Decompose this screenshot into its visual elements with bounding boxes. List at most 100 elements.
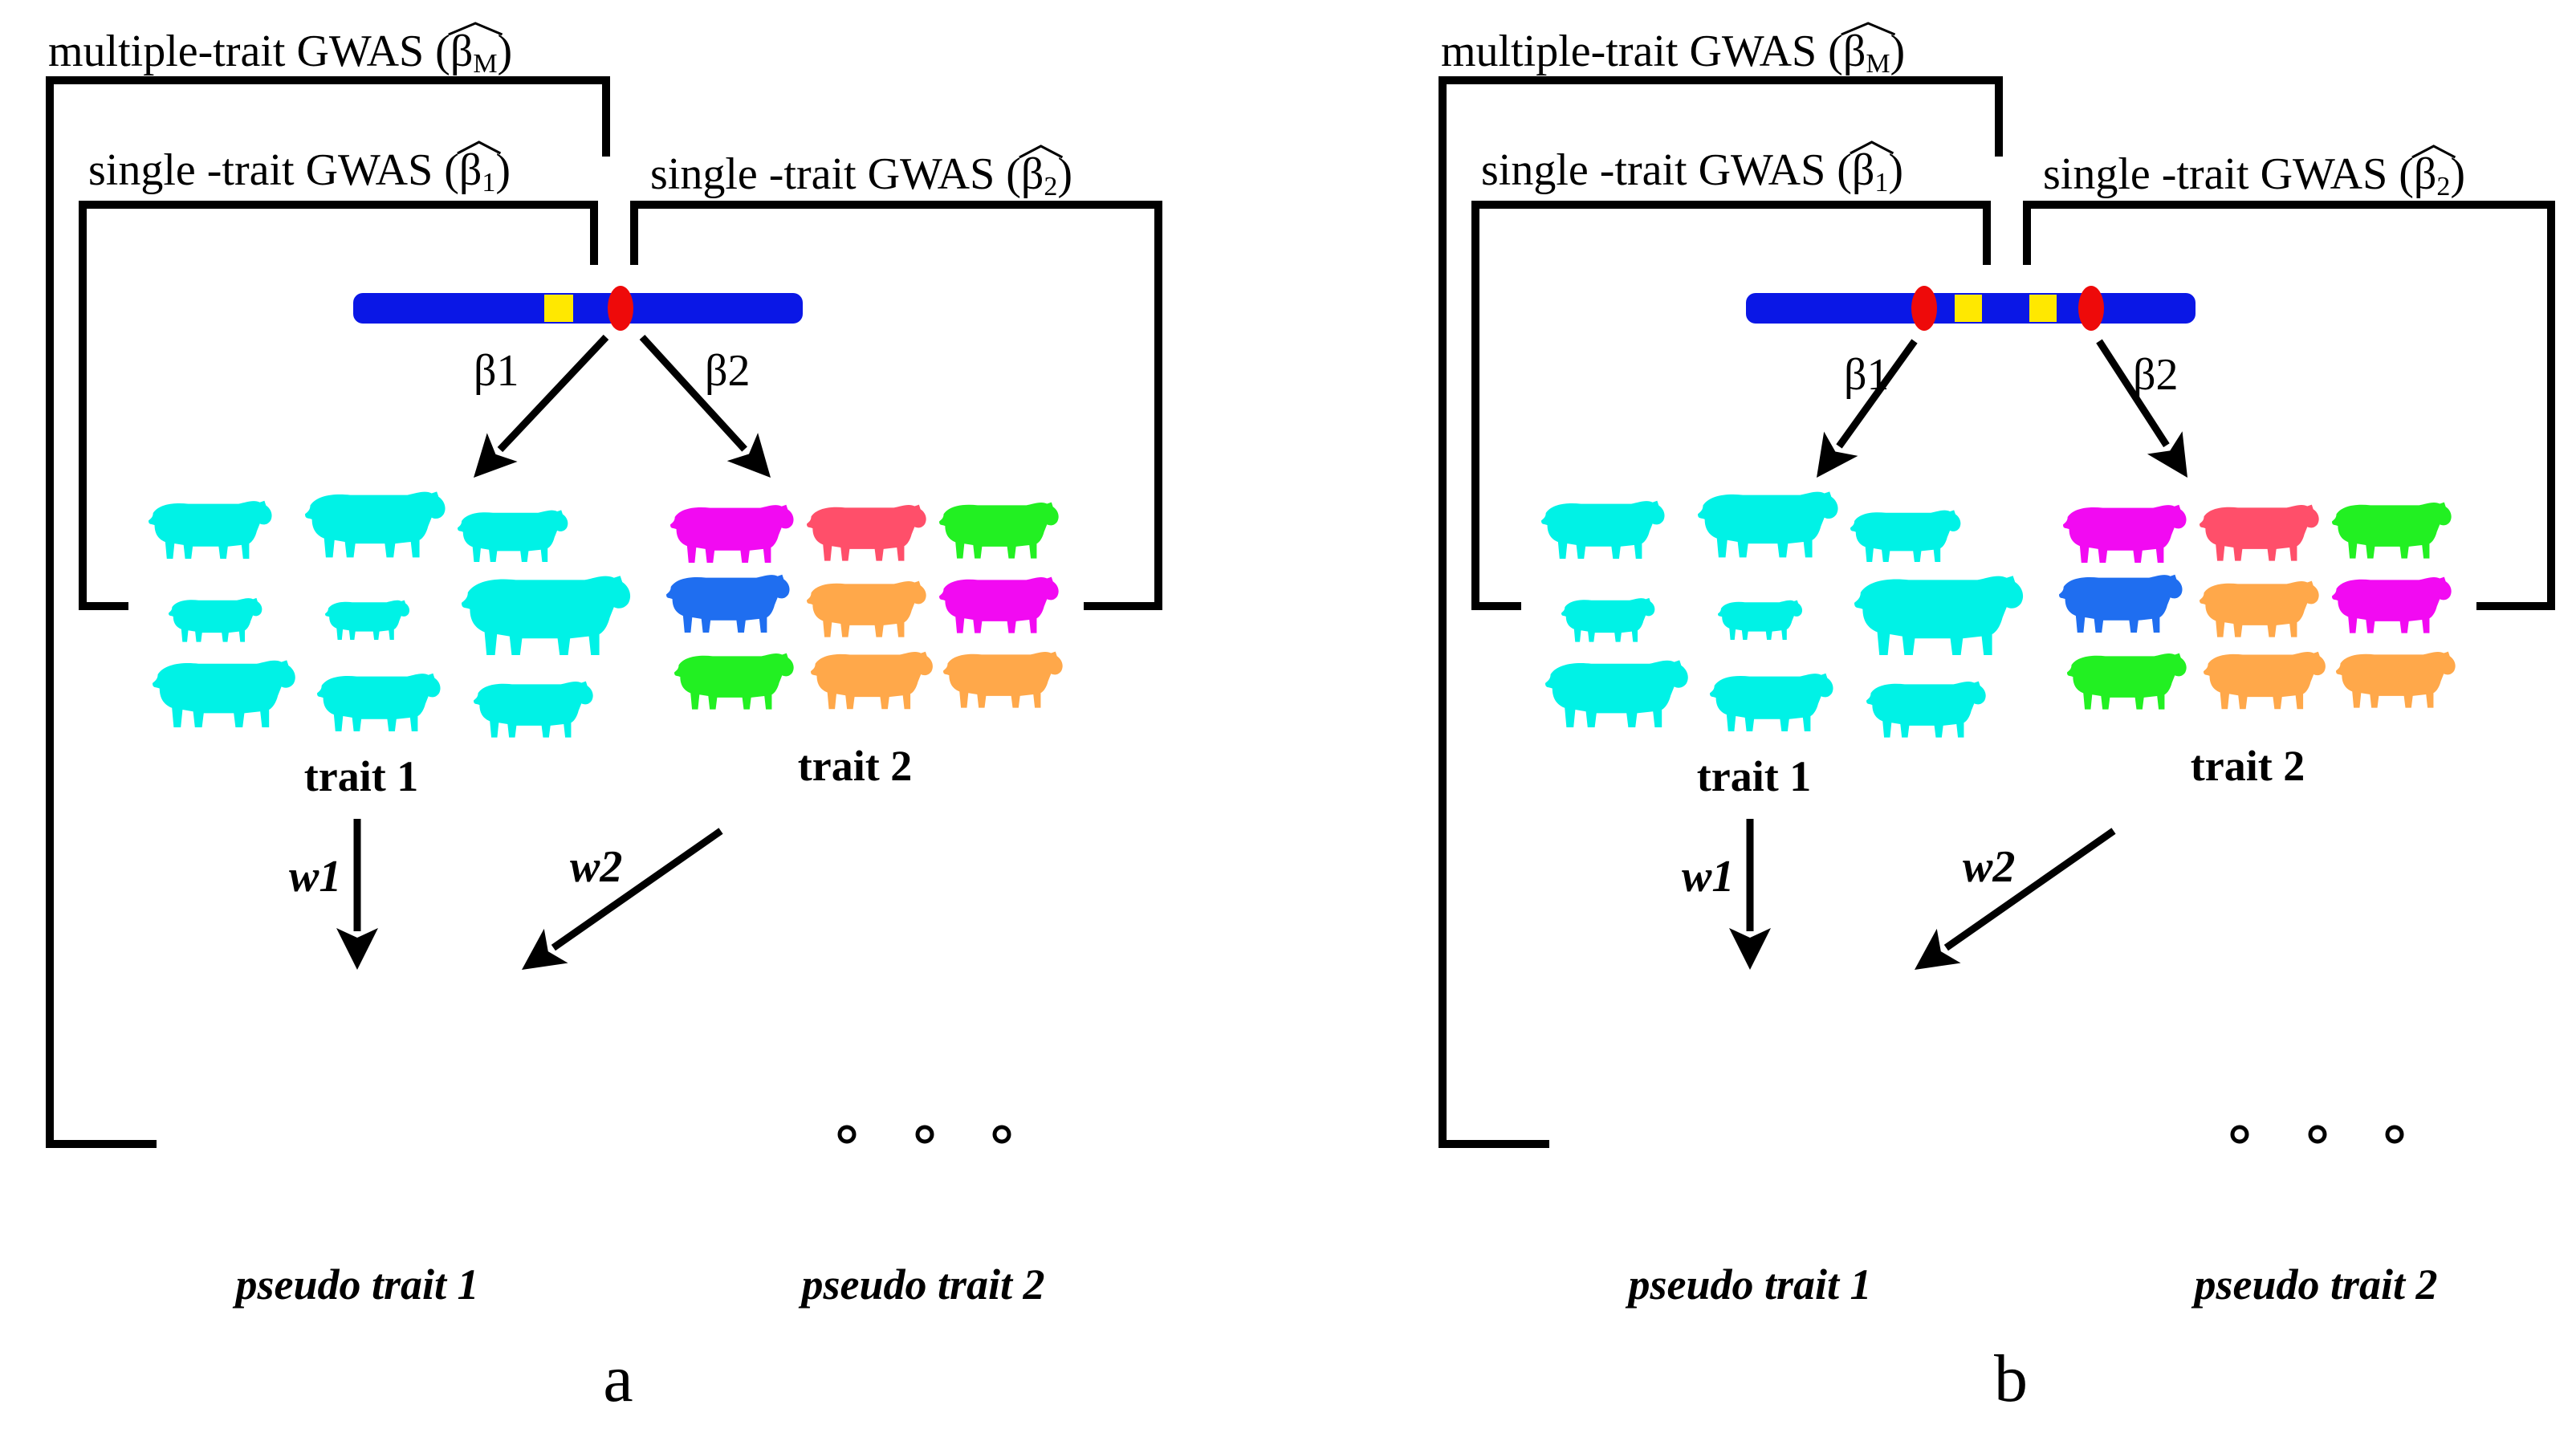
hat-accent bbox=[1019, 145, 1064, 159]
beta2-label: β2 bbox=[2133, 350, 2179, 400]
beta1-arrow bbox=[474, 334, 609, 478]
cow bbox=[1541, 500, 1665, 559]
cow bbox=[458, 510, 568, 562]
beta1-arrow bbox=[1817, 339, 1918, 478]
single-trait2-gwas-frame bbox=[2023, 201, 2555, 610]
single-trait1-gwas-label: single -trait GWAS (β1) bbox=[88, 140, 511, 197]
cow bbox=[939, 502, 1059, 559]
trait2-label: trait 2 bbox=[2191, 742, 2305, 790]
w2-label: w2 bbox=[1963, 842, 2015, 892]
panel-b: multiple-trait GWAS (βM) single -trait GW… bbox=[1439, 22, 2555, 1416]
cow bbox=[1549, 997, 1705, 1071]
cow bbox=[2332, 576, 2452, 633]
cow bbox=[2200, 504, 2319, 561]
panel-letter: b bbox=[1994, 1341, 2028, 1416]
cow bbox=[943, 651, 1063, 708]
cow bbox=[670, 504, 794, 563]
single-trait2-gwas-label: single -trait GWAS (β2) bbox=[650, 145, 1072, 202]
pseudo-trait2-label: pseudo trait 2 bbox=[2191, 1260, 2437, 1309]
pseudo-trait1-label: pseudo trait 1 bbox=[1625, 1260, 1871, 1309]
cow bbox=[2204, 651, 2326, 710]
cow bbox=[1857, 1012, 1951, 1056]
hat-accent bbox=[2411, 145, 2456, 159]
cow bbox=[169, 597, 262, 642]
beta1-label: β1 bbox=[474, 346, 519, 396]
hat-accent bbox=[448, 22, 503, 36]
w1-label: w1 bbox=[1682, 852, 1734, 902]
cow bbox=[1718, 600, 1803, 640]
single-trait2-gwas-frame bbox=[630, 201, 1162, 610]
ellipsis-dots bbox=[837, 1125, 1011, 1144]
cow bbox=[2336, 651, 2456, 708]
qtl-marker-1 bbox=[1911, 286, 1937, 331]
cow bbox=[317, 673, 441, 731]
cow bbox=[177, 1184, 300, 1243]
pseudo-trait1-herd bbox=[1549, 997, 1980, 1249]
cow bbox=[811, 651, 933, 710]
cow bbox=[1545, 660, 1688, 727]
qtl-marker bbox=[608, 286, 633, 331]
cow bbox=[2063, 504, 2187, 563]
cow bbox=[1723, 1008, 1828, 1057]
beta2-arrow bbox=[639, 334, 771, 478]
chromosome bbox=[1746, 286, 2196, 331]
cow bbox=[674, 653, 794, 710]
w1-label: w1 bbox=[289, 852, 341, 902]
single-trait1-gwas-frame bbox=[1471, 201, 1991, 610]
cow bbox=[1569, 1184, 1693, 1243]
trait2-herd bbox=[666, 502, 1063, 710]
svg-text:single -trait GWAS (β1): single -trait GWAS (β1) bbox=[88, 145, 511, 197]
trait1-herd bbox=[1541, 491, 2024, 738]
svg-text:multiple-trait GWAS (βM): multiple-trait GWAS (βM) bbox=[48, 26, 512, 79]
hat-accent bbox=[457, 140, 502, 155]
w1-arrow bbox=[1729, 819, 1771, 970]
chromosome bbox=[353, 286, 803, 331]
cow bbox=[451, 1185, 588, 1249]
hat-accent bbox=[1841, 22, 1896, 36]
single-trait2-gwas-label: single -trait GWAS (β2) bbox=[2043, 145, 2465, 202]
single-trait1-gwas-label: single -trait GWAS (β1) bbox=[1481, 140, 1903, 197]
cow bbox=[1866, 681, 1986, 738]
single-trait1-gwas-frame bbox=[79, 201, 598, 610]
trait1-label: trait 1 bbox=[304, 752, 418, 800]
cow bbox=[153, 660, 295, 727]
w2-arrow bbox=[522, 828, 723, 970]
cow bbox=[1717, 1109, 1828, 1161]
cow bbox=[186, 1122, 264, 1158]
w2-arrow bbox=[1915, 828, 2116, 970]
cow bbox=[1850, 510, 1961, 562]
cow bbox=[1726, 1198, 1817, 1241]
panel-a: multiple-trait GWAS (βM) single -trait GW… bbox=[46, 22, 1162, 1416]
svg-text:multiple-trait GWAS (βM): multiple-trait GWAS (βM) bbox=[1441, 26, 1905, 79]
cow bbox=[1561, 597, 1655, 642]
cow bbox=[333, 1198, 425, 1241]
w1-arrow bbox=[336, 819, 378, 970]
trait1-label: trait 1 bbox=[1697, 752, 1811, 800]
pseudo-trait1-herd bbox=[157, 997, 588, 1249]
cow bbox=[157, 997, 312, 1071]
panel-letter: a bbox=[603, 1341, 633, 1416]
pseudo-trait2-label: pseudo trait 2 bbox=[798, 1260, 1044, 1309]
cow bbox=[807, 504, 926, 561]
svg-text:single -trait GWAS (β1): single -trait GWAS (β1) bbox=[1481, 145, 1903, 197]
multi-trait-gwas-frame bbox=[1439, 76, 2003, 1148]
trait1-herd bbox=[149, 491, 631, 738]
qtl-marker-2 bbox=[2078, 286, 2104, 331]
multi-trait-gwas-label: multiple-trait GWAS (βM) bbox=[48, 22, 512, 79]
multi-trait-gwas-label: multiple-trait GWAS (βM) bbox=[1441, 22, 1905, 79]
cow bbox=[324, 1109, 435, 1161]
cow bbox=[2067, 653, 2187, 710]
cow bbox=[474, 681, 593, 738]
multi-trait-gwas-frame bbox=[46, 76, 610, 1148]
cow bbox=[666, 574, 790, 633]
cow bbox=[2200, 580, 2319, 637]
ellipsis-dots bbox=[2230, 1125, 2404, 1144]
cow bbox=[2059, 574, 2183, 633]
cow bbox=[464, 1012, 558, 1056]
beta2-label: β2 bbox=[705, 346, 751, 396]
cow bbox=[450, 1095, 586, 1159]
w2-label: w2 bbox=[570, 842, 622, 892]
beta1-label: β1 bbox=[1844, 350, 1890, 400]
cow bbox=[1698, 491, 1838, 558]
